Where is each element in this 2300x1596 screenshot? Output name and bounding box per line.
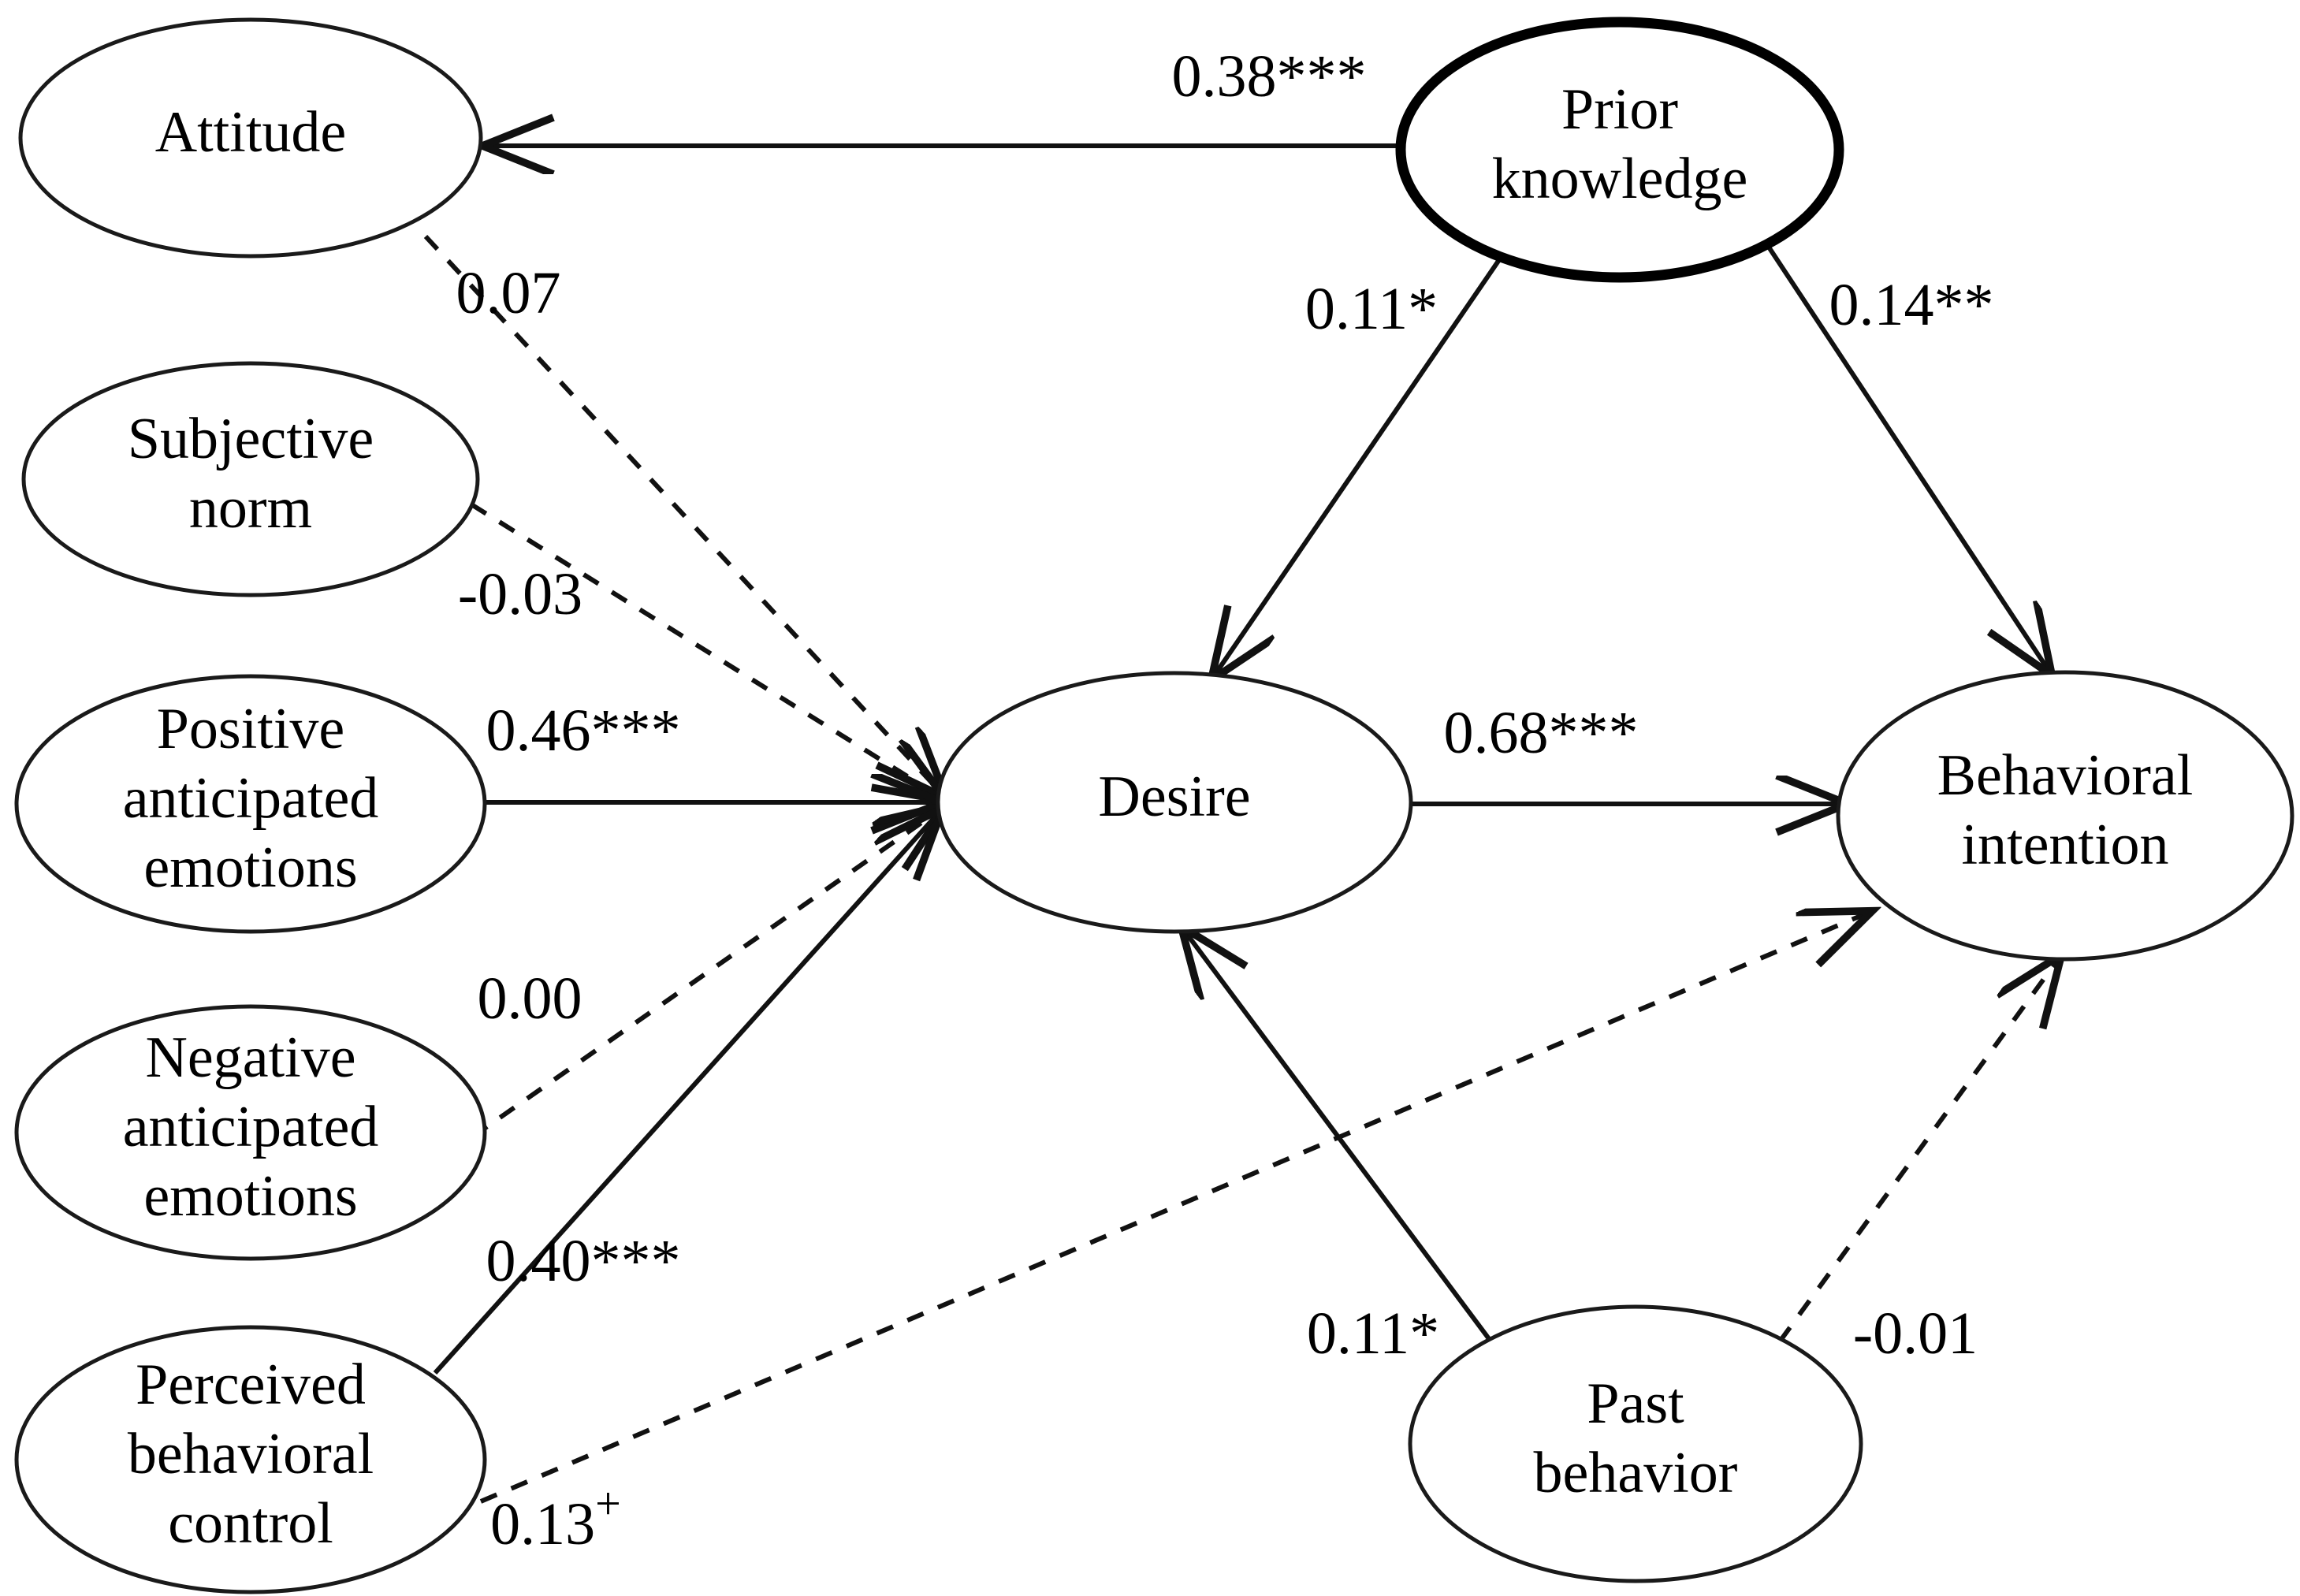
- edge-label-att-desire: 0.07: [456, 260, 561, 326]
- edge-label-pbc-intention: 0.13+: [490, 1478, 621, 1557]
- node-shape-attitude: [18, 17, 483, 259]
- edge-pb-desire: [1184, 930, 1492, 1341]
- node-desire[interactable]: Desire: [936, 671, 1413, 934]
- edge-label-layer: 0.38*** 0.11* 0.14** 0.07 -0.03 0.46*** 0.00 0.…: [456, 43, 1994, 1557]
- edge-pk-desire: [1214, 249, 1508, 676]
- edge-pbc-desire: [433, 812, 940, 1375]
- edge-layer: [423, 146, 2059, 1504]
- edge-label-pk-desire: 0.11*: [1305, 276, 1438, 342]
- node-shape-desire: [936, 671, 1413, 934]
- edge-label-pk-intention: 0.14**: [1829, 272, 1994, 338]
- edge-label-pb-desire: 0.11*: [1307, 1300, 1439, 1367]
- edge-label-pb-intention: -0.01: [1853, 1300, 1978, 1367]
- edge-label-nae-desire: 0.00: [478, 965, 582, 1032]
- edge-label-sn-desire: -0.03: [458, 561, 582, 627]
- node-label-attitude: Attitude: [155, 100, 347, 165]
- edge-pk-intention: [1767, 247, 2049, 672]
- node-label-desire: Desire: [1098, 765, 1250, 829]
- node-attitude[interactable]: Attitude: [18, 17, 483, 259]
- node-shape-priorknowledge: [1395, 17, 1844, 283]
- edge-nae-desire: [471, 808, 943, 1139]
- edge-label-pae-desire: 0.46***: [486, 698, 681, 764]
- node-shape-negemo: [14, 1004, 487, 1261]
- node-shape-pbc: [14, 1325, 487, 1594]
- edge-att-desire: [423, 234, 943, 794]
- node-shape-intention: [1836, 670, 2294, 962]
- node-shape-subjective: [21, 361, 480, 597]
- edge-label-desire-intent: 0.68***: [1444, 700, 1639, 766]
- edge-label-pbc-desire: 0.40***: [486, 1228, 681, 1294]
- edge-sn-desire: [470, 502, 943, 798]
- node-shape-posemo: [14, 674, 487, 934]
- node-shape-pastbehavior: [1408, 1304, 1863, 1583]
- edge-pb-intention: [1777, 958, 2059, 1343]
- edge-label-pk-attitude: 0.38***: [1172, 43, 1367, 110]
